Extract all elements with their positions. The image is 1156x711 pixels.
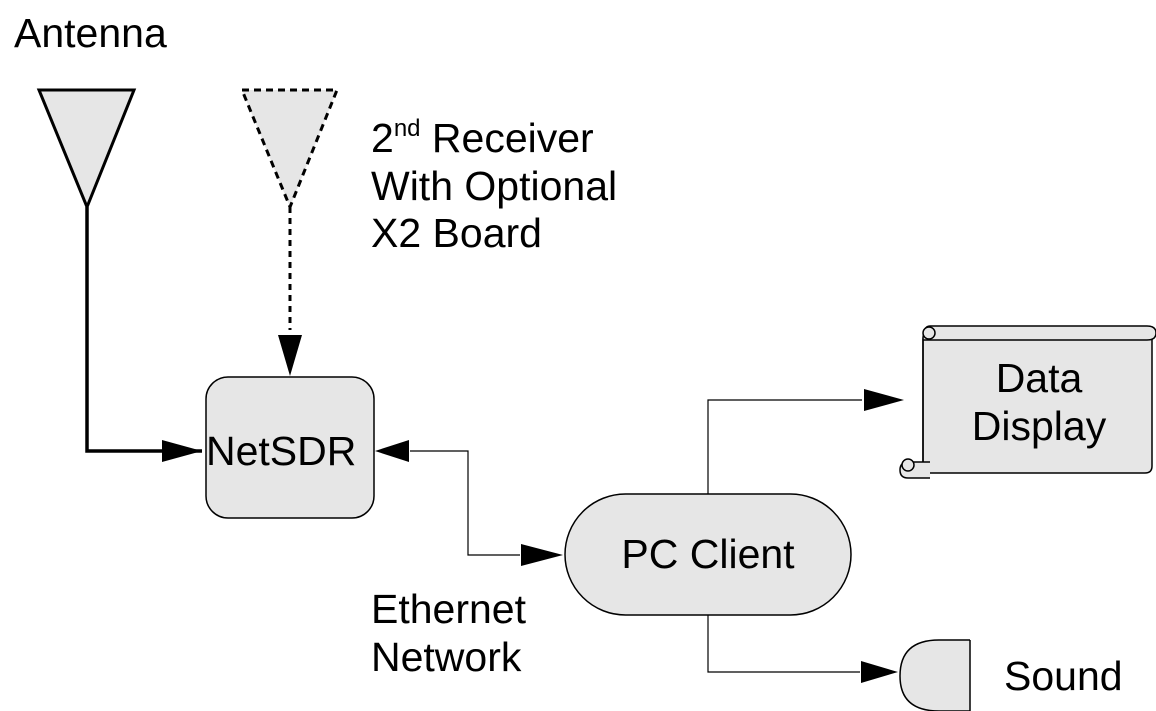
netsdr-label: NetSDR: [206, 428, 357, 474]
receiver2-label: 2nd Receiver With Optional X2 Board: [371, 115, 617, 258]
antenna-label: Antenna: [14, 10, 167, 56]
scroll-icon: [899, 325, 1156, 479]
receiver2-ordinal-suffix: nd: [393, 115, 421, 142]
ethernet-arrowhead-pc: [521, 544, 563, 566]
data-display-label: Data Display: [928, 355, 1150, 450]
receiver2-line1: 2nd Receiver: [371, 115, 617, 163]
sound-line: [707, 615, 860, 673]
sound-label: Sound: [1004, 653, 1123, 699]
data-display-line2: Display: [971, 402, 1107, 449]
ethernet-arrowhead-netsdr: [375, 440, 409, 462]
receiver2-ordinal: 2: [371, 115, 394, 161]
receiver2-line1-rest: Receiver: [420, 115, 594, 161]
antenna-dashed-icon: [239, 88, 340, 211]
antenna-icon: [36, 88, 137, 211]
ethernet-line: [410, 450, 520, 556]
sound-arrowhead: [861, 661, 898, 683]
ethernet-line1: Ethernet: [371, 586, 526, 632]
receiver2-arrowhead: [278, 335, 302, 376]
ethernet-label: Ethernet Network: [371, 586, 526, 681]
receiver2-line3: X2 Board: [371, 210, 542, 257]
display-arrowhead: [864, 389, 904, 411]
display-line: [707, 399, 862, 494]
pc-client-label: PC Client: [621, 531, 795, 577]
speaker-icon: [899, 639, 970, 711]
data-display-line1: Data: [995, 355, 1083, 401]
netsdr-box: [205, 376, 375, 519]
ethernet-line2: Network: [371, 633, 522, 680]
antenna-feed-line: [85, 207, 202, 462]
receiver2-line2: With Optional: [371, 162, 618, 209]
